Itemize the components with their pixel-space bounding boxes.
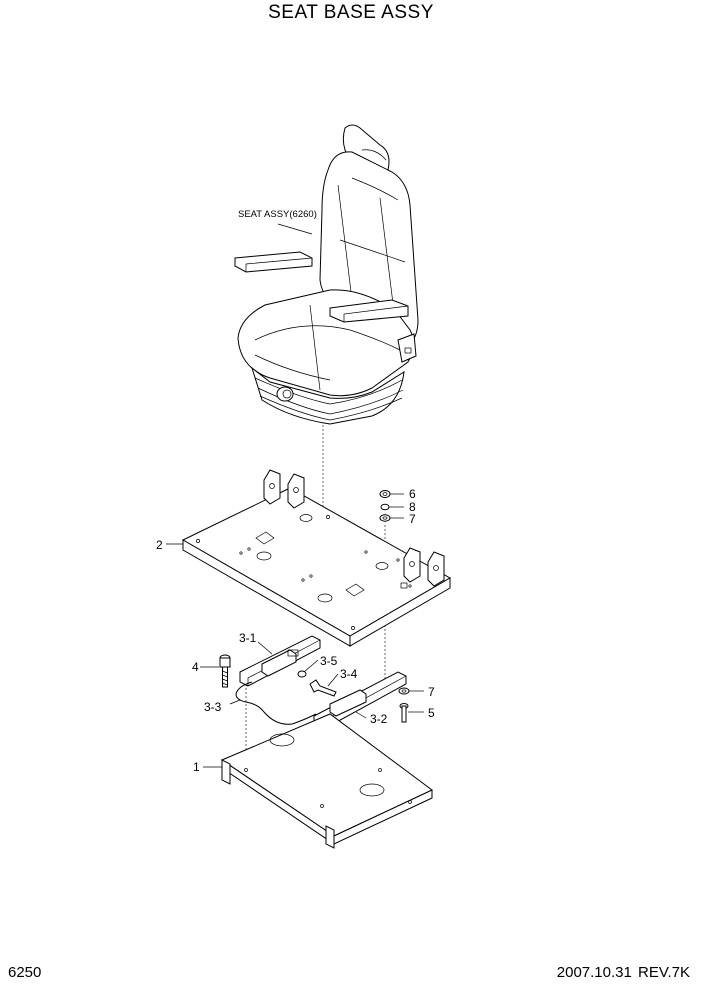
callout-part-3-1: 3-1 [239,631,257,645]
mounting-plate-drawing [181,469,452,647]
washer-7-lower-drawing [398,687,410,695]
callout-part-3-4: 3-4 [340,667,358,681]
callout-part-1: 1 [193,760,200,774]
seat-assembly-drawing [234,124,419,425]
page-number: 6250 [8,964,42,981]
callout-part-6: 6 [409,487,416,501]
page-title: SEAT BASE ASSY [268,2,434,23]
callout-part-3-5: 3-5 [320,654,338,668]
slide-rail-left-drawing [239,635,321,687]
bolt-3-4-drawing [309,679,337,697]
revision-date: 2007.10.31 REV.7K [556,964,690,981]
base-frame-drawing [220,713,433,849]
wire-harness-drawing [235,681,317,725]
callout-part-7-upper: 7 [409,512,416,526]
callout-part-5: 5 [428,706,435,720]
callout-part-2: 2 [156,538,163,552]
washer-3-5-drawing [297,670,307,678]
bolt-5-drawing [399,703,409,723]
callout-part-3-2: 3-2 [370,712,388,726]
callout-part-4: 4 [192,660,199,674]
nut-washer-stack-drawing [379,490,391,522]
bolt-4-drawing [219,654,231,688]
callout-part-3-3: 3-3 [204,700,222,714]
callout-part-7-lower: 7 [428,685,435,699]
callout-seat-assy: SEAT ASSY(6260) [238,209,317,220]
callout-part-8: 8 [409,500,416,514]
